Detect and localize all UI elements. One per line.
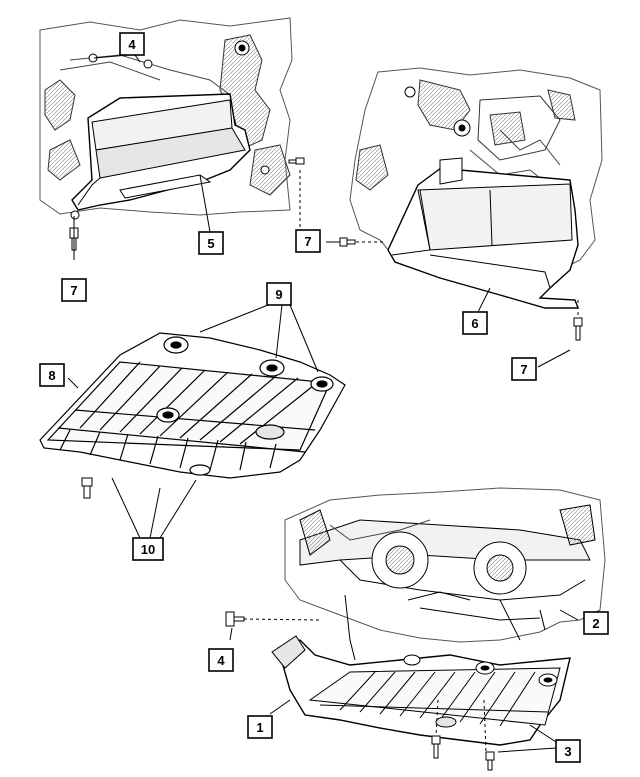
callout-label: 2 bbox=[592, 616, 599, 631]
bolt-icon bbox=[431, 735, 441, 759]
bolt-icon bbox=[225, 611, 245, 627]
callout-label: 7 bbox=[520, 362, 527, 377]
callout-7-right: 7 bbox=[511, 357, 537, 381]
callout-4-bottom: 4 bbox=[208, 648, 234, 672]
callout-2: 2 bbox=[583, 611, 609, 635]
callout-label: 4 bbox=[128, 37, 136, 52]
bolt-icon bbox=[573, 317, 583, 341]
callout-10: 10 bbox=[132, 537, 164, 561]
callout-9: 9 bbox=[266, 282, 292, 306]
callout-3: 3 bbox=[555, 739, 581, 763]
bolt-icon bbox=[485, 751, 495, 771]
callout-8: 8 bbox=[39, 363, 65, 387]
callout-label: 3 bbox=[564, 744, 571, 759]
callout-label: 1 bbox=[256, 720, 263, 735]
top-left-engine-bay-illustration bbox=[39, 17, 293, 220]
callout-label: 7 bbox=[70, 283, 77, 298]
leader-lines-middle-left bbox=[67, 304, 319, 539]
bolt-icon bbox=[339, 237, 356, 247]
callout-label: 4 bbox=[217, 653, 225, 668]
callout-label: 6 bbox=[471, 316, 478, 331]
callout-label: 5 bbox=[207, 236, 214, 251]
skid-plate-8-illustration bbox=[39, 332, 346, 479]
callout-label: 9 bbox=[275, 287, 282, 302]
callout-label: 10 bbox=[141, 542, 155, 557]
callout-5: 5 bbox=[198, 231, 224, 255]
bolt-icon bbox=[288, 157, 305, 165]
top-right-engine-bay-illustration bbox=[349, 67, 603, 309]
leader-lines-top-right bbox=[326, 241, 579, 368]
callout-label: 8 bbox=[48, 368, 55, 383]
callout-6: 6 bbox=[462, 311, 488, 335]
callout-7-left: 7 bbox=[61, 278, 87, 302]
bolt-icon bbox=[81, 477, 93, 499]
bottom-right-cradle-illustration bbox=[271, 487, 606, 746]
leader-lines-bottom-right bbox=[229, 609, 579, 753]
callout-label: 7 bbox=[304, 234, 311, 249]
callout-7-mid: 7 bbox=[295, 229, 321, 253]
callout-4-top: 4 bbox=[119, 32, 145, 56]
callout-1: 1 bbox=[247, 715, 273, 739]
